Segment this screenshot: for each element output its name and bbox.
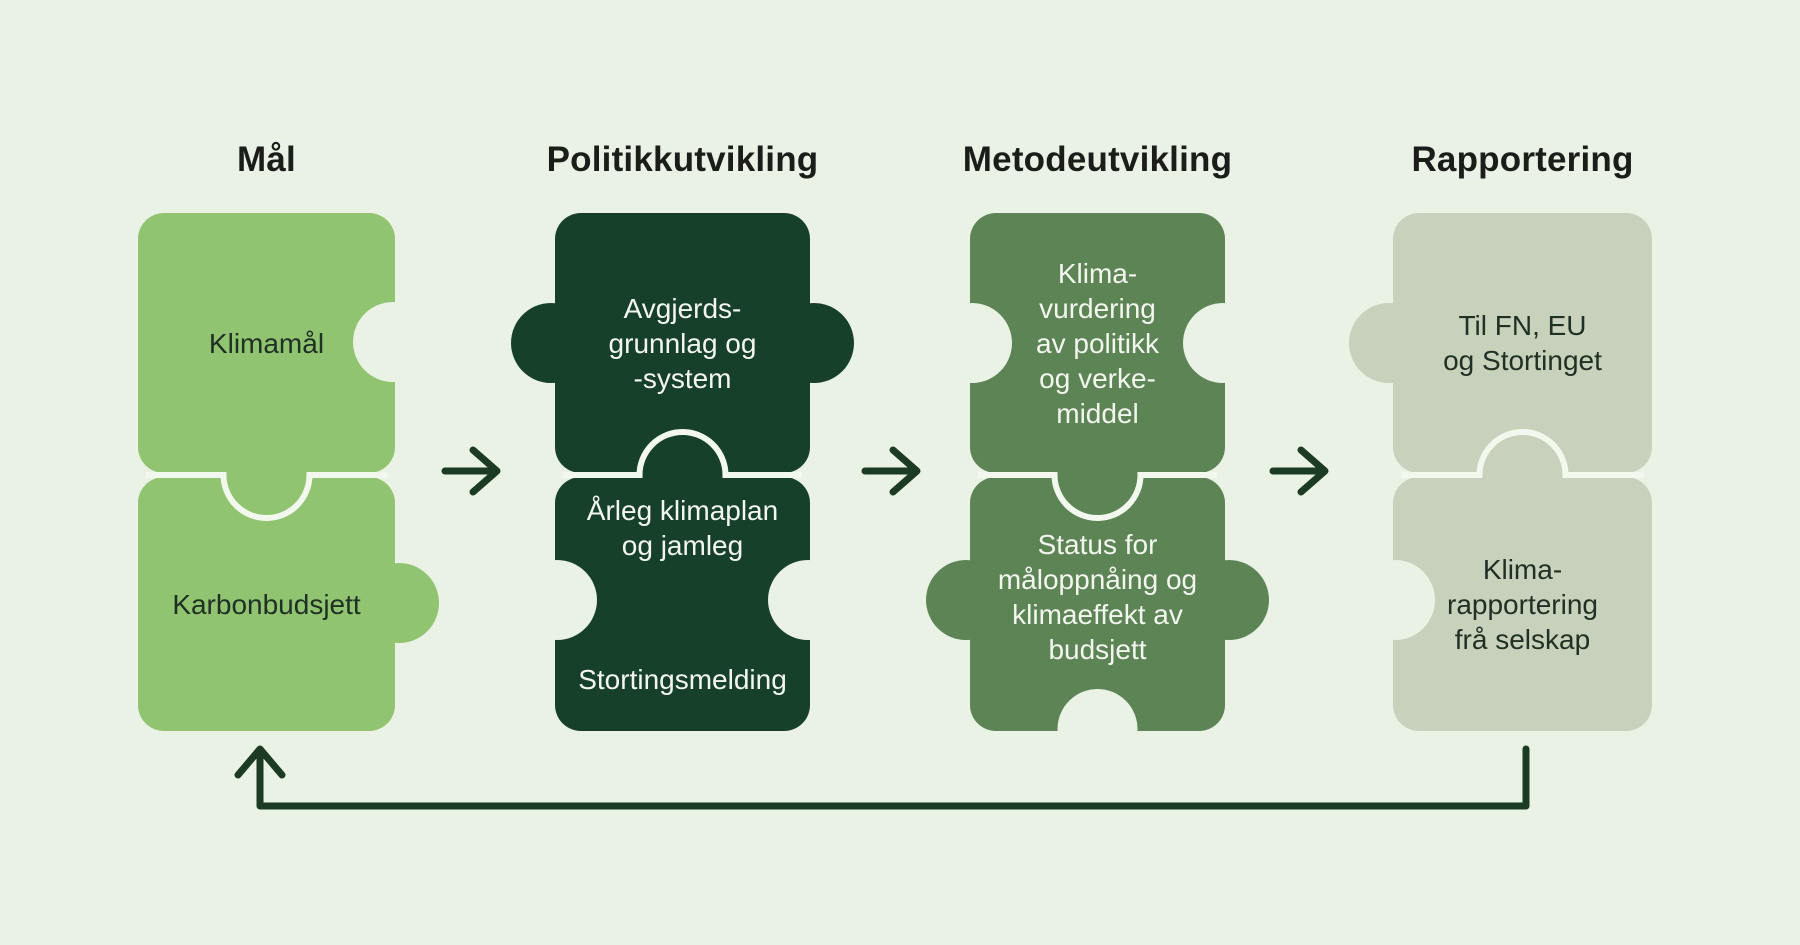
- piece-klimaplan-body: [555, 477, 810, 731]
- piece-avgjerdsgrunnlag-body: [555, 213, 810, 473]
- notch-klimaplan-left: [517, 560, 597, 640]
- tab-karbonbudsjett-right: [359, 563, 439, 643]
- header-rapportering: Rapportering: [1411, 140, 1634, 179]
- piece-label-klimamal: Klimamål: [208, 327, 325, 359]
- tab-tilfn-left: [1349, 303, 1429, 383]
- header-politikkutvikling: Politikkutvikling: [546, 140, 819, 179]
- feedback-arrow: [234, 745, 1530, 810]
- piece-label-klimavurdering: Klima- vurdering av politikk og verke- m…: [1036, 257, 1159, 429]
- feedback-arrowhead-up: [234, 745, 286, 779]
- piece-label-stortingsmelding: Stortingsmelding: [578, 664, 787, 695]
- piece-label-karbonbudsjett: Karbonbudsjett: [172, 588, 361, 620]
- arrow-maal-to-politikkutvikling: [441, 446, 501, 496]
- puzzle-column-metodeutvikling: [926, 213, 1269, 769]
- notch-klimavurdering-left: [932, 303, 1012, 383]
- junction-line-maal: [146, 472, 387, 521]
- junction-line-politikkutvikling: [563, 429, 802, 478]
- puzzle-column-rapportering: [1349, 213, 1652, 731]
- arrow-metodeutvikling-to-rapportering: [1269, 446, 1329, 496]
- notch-klimaplan-right: [768, 560, 848, 640]
- piece-klimarapportering-body: [1393, 477, 1652, 731]
- tab-klimavurdering-bottom: [1057, 435, 1138, 515]
- notch-klimarapportering-left: [1355, 560, 1435, 640]
- piece-klimavurdering-body: [970, 213, 1225, 473]
- puzzle-column-politikkutvikling: [511, 213, 854, 731]
- piece-label-avgjerdsgrunnlag: Avgjerds- grunnlag og -system: [608, 292, 757, 394]
- junction-line-metodeutvikling: [978, 472, 1217, 521]
- puzzle-column-maal: [138, 213, 439, 731]
- tab-status-left: [926, 560, 1006, 640]
- junction-line-rapportering: [1401, 429, 1644, 478]
- feedback-line: [256, 745, 1530, 810]
- flow-arrows: [441, 446, 1329, 496]
- piece-karbonbudsjett-body: [138, 477, 395, 731]
- piece-label-klimaplan-top: Årleg klimaplan og jamleg: [586, 495, 779, 561]
- notch-status-bottom: [1057, 689, 1138, 769]
- tab-avgjerdsgrunnlag-left: [511, 303, 591, 383]
- tab-klimarapportering-top: [1482, 435, 1563, 515]
- header-maal: Mål: [237, 140, 296, 179]
- piece-label-klimaplan: Årleg klimaplan og jamleg Stortingsmeldi…: [555, 477, 810, 731]
- arrow-politikkutvikling-to-metodeutvikling: [861, 446, 921, 496]
- piece-klimamal-body: [138, 213, 395, 473]
- header-metodeutvikling: Metodeutvikling: [962, 140, 1233, 179]
- notch-klimavurdering-right: [1183, 303, 1263, 383]
- piece-label-tilfn: Til FN, EU og Stortinget: [1443, 310, 1602, 376]
- notch-klimamal-right: [353, 302, 433, 382]
- piece-label-status: Status for måloppnåing og klimaeffekt av…: [997, 529, 1198, 665]
- tab-klimamal-bottom: [226, 435, 307, 515]
- piece-label-klimarapportering: Klima- rapportering frå selskap: [1447, 553, 1598, 655]
- tab-klimaplan-top: [642, 435, 723, 515]
- piece-status-body: [970, 477, 1225, 731]
- tab-status-right: [1189, 560, 1269, 640]
- tab-avgjerdsgrunnlag-right: [774, 303, 854, 383]
- piece-tilfn-body: [1393, 213, 1652, 473]
